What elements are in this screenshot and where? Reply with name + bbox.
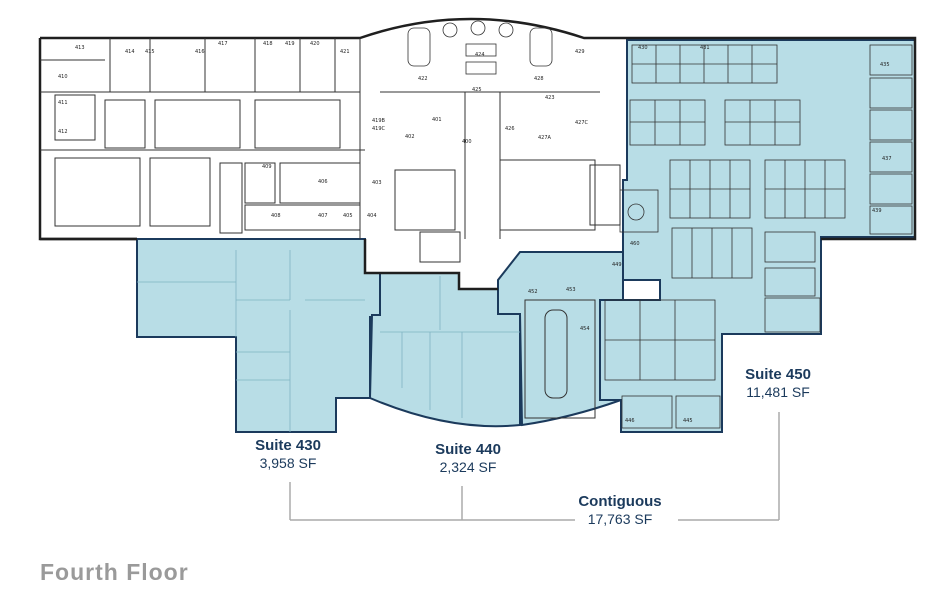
room-number: 419C [372, 126, 386, 132]
room-number: 408 [271, 213, 281, 219]
room-number: 402 [405, 134, 415, 140]
room-number: 413 [75, 45, 85, 51]
room-number: 427A [538, 135, 552, 141]
room-number: 403 [372, 180, 382, 186]
room-number: 419 [285, 41, 295, 47]
conference-room-table [524, 299, 596, 419]
room-number: 445 [683, 418, 693, 424]
suite-430-label: Suite 430 3,958 SF [228, 437, 348, 472]
room-number: 401 [432, 117, 442, 123]
room-number: 435 [880, 62, 890, 68]
interior-walls [40, 38, 621, 263]
room-number: 426 [505, 126, 515, 132]
room-number: 437 [882, 156, 892, 162]
suite-440-label: Suite 440 2,324 SF [408, 441, 528, 476]
suite-area: 11,481 SF [746, 384, 810, 400]
room-number-labels: 413 414 415 416 417 418 419 420 421 422 … [58, 41, 892, 424]
room-number: 400 [462, 139, 472, 145]
contiguous-label: Contiguous 17,763 SF [560, 493, 680, 528]
room-number: 409 [262, 164, 272, 170]
room-number: 427C [575, 120, 589, 126]
room-number: 404 [367, 213, 377, 219]
contiguous-bracket [289, 412, 780, 521]
floor-title: Fourth Floor [40, 559, 189, 585]
room-number: 407 [318, 213, 328, 219]
room-number: 421 [340, 49, 350, 55]
room-number: 431 [700, 45, 710, 51]
room-number: 422 [418, 76, 428, 82]
room-number: 428 [534, 76, 544, 82]
suite-name: Suite 430 [255, 437, 321, 454]
room-number: 424 [475, 52, 485, 58]
room-number: 405 [343, 213, 353, 219]
room-number: 406 [318, 179, 328, 185]
room-number: 454 [580, 326, 590, 332]
suite-430-partitions [137, 250, 365, 432]
north-conference-room [407, 20, 553, 75]
room-number: 452 [528, 289, 538, 295]
room-number: 416 [195, 49, 205, 55]
room-number: 414 [125, 49, 135, 55]
suite-450-label: Suite 450 11,481 SF [718, 366, 838, 401]
room-number: 425 [472, 87, 482, 93]
suite-450-workstations [604, 44, 913, 429]
room-number: 446 [625, 418, 635, 424]
room-number: 415 [145, 49, 155, 55]
room-number: 429 [575, 49, 585, 55]
suite-name: Suite 450 [745, 366, 811, 383]
room-number: 430 [638, 45, 648, 51]
suite-area: 2,324 SF [439, 459, 497, 475]
room-number: 411 [58, 100, 68, 106]
room-number: 412 [58, 129, 68, 135]
room-number: 460 [630, 241, 640, 247]
room-number: 453 [566, 287, 576, 293]
room-number: 439 [872, 208, 882, 214]
suite-area: 3,958 SF [259, 455, 317, 471]
room-number: 449 [612, 262, 622, 268]
room-number: 417 [218, 41, 228, 47]
room-number: 418 [263, 41, 273, 47]
suite-name: Suite 440 [435, 441, 501, 458]
room-number: 419B [372, 118, 386, 124]
suite-430-area[interactable] [136, 238, 381, 433]
suite-440-partitions [380, 276, 520, 418]
room-number: 420 [310, 41, 320, 47]
room-number: 423 [545, 95, 555, 101]
contiguous-name: Contiguous [578, 493, 662, 510]
room-number: 410 [58, 74, 68, 80]
contiguous-area: 17,763 SF [587, 511, 653, 527]
